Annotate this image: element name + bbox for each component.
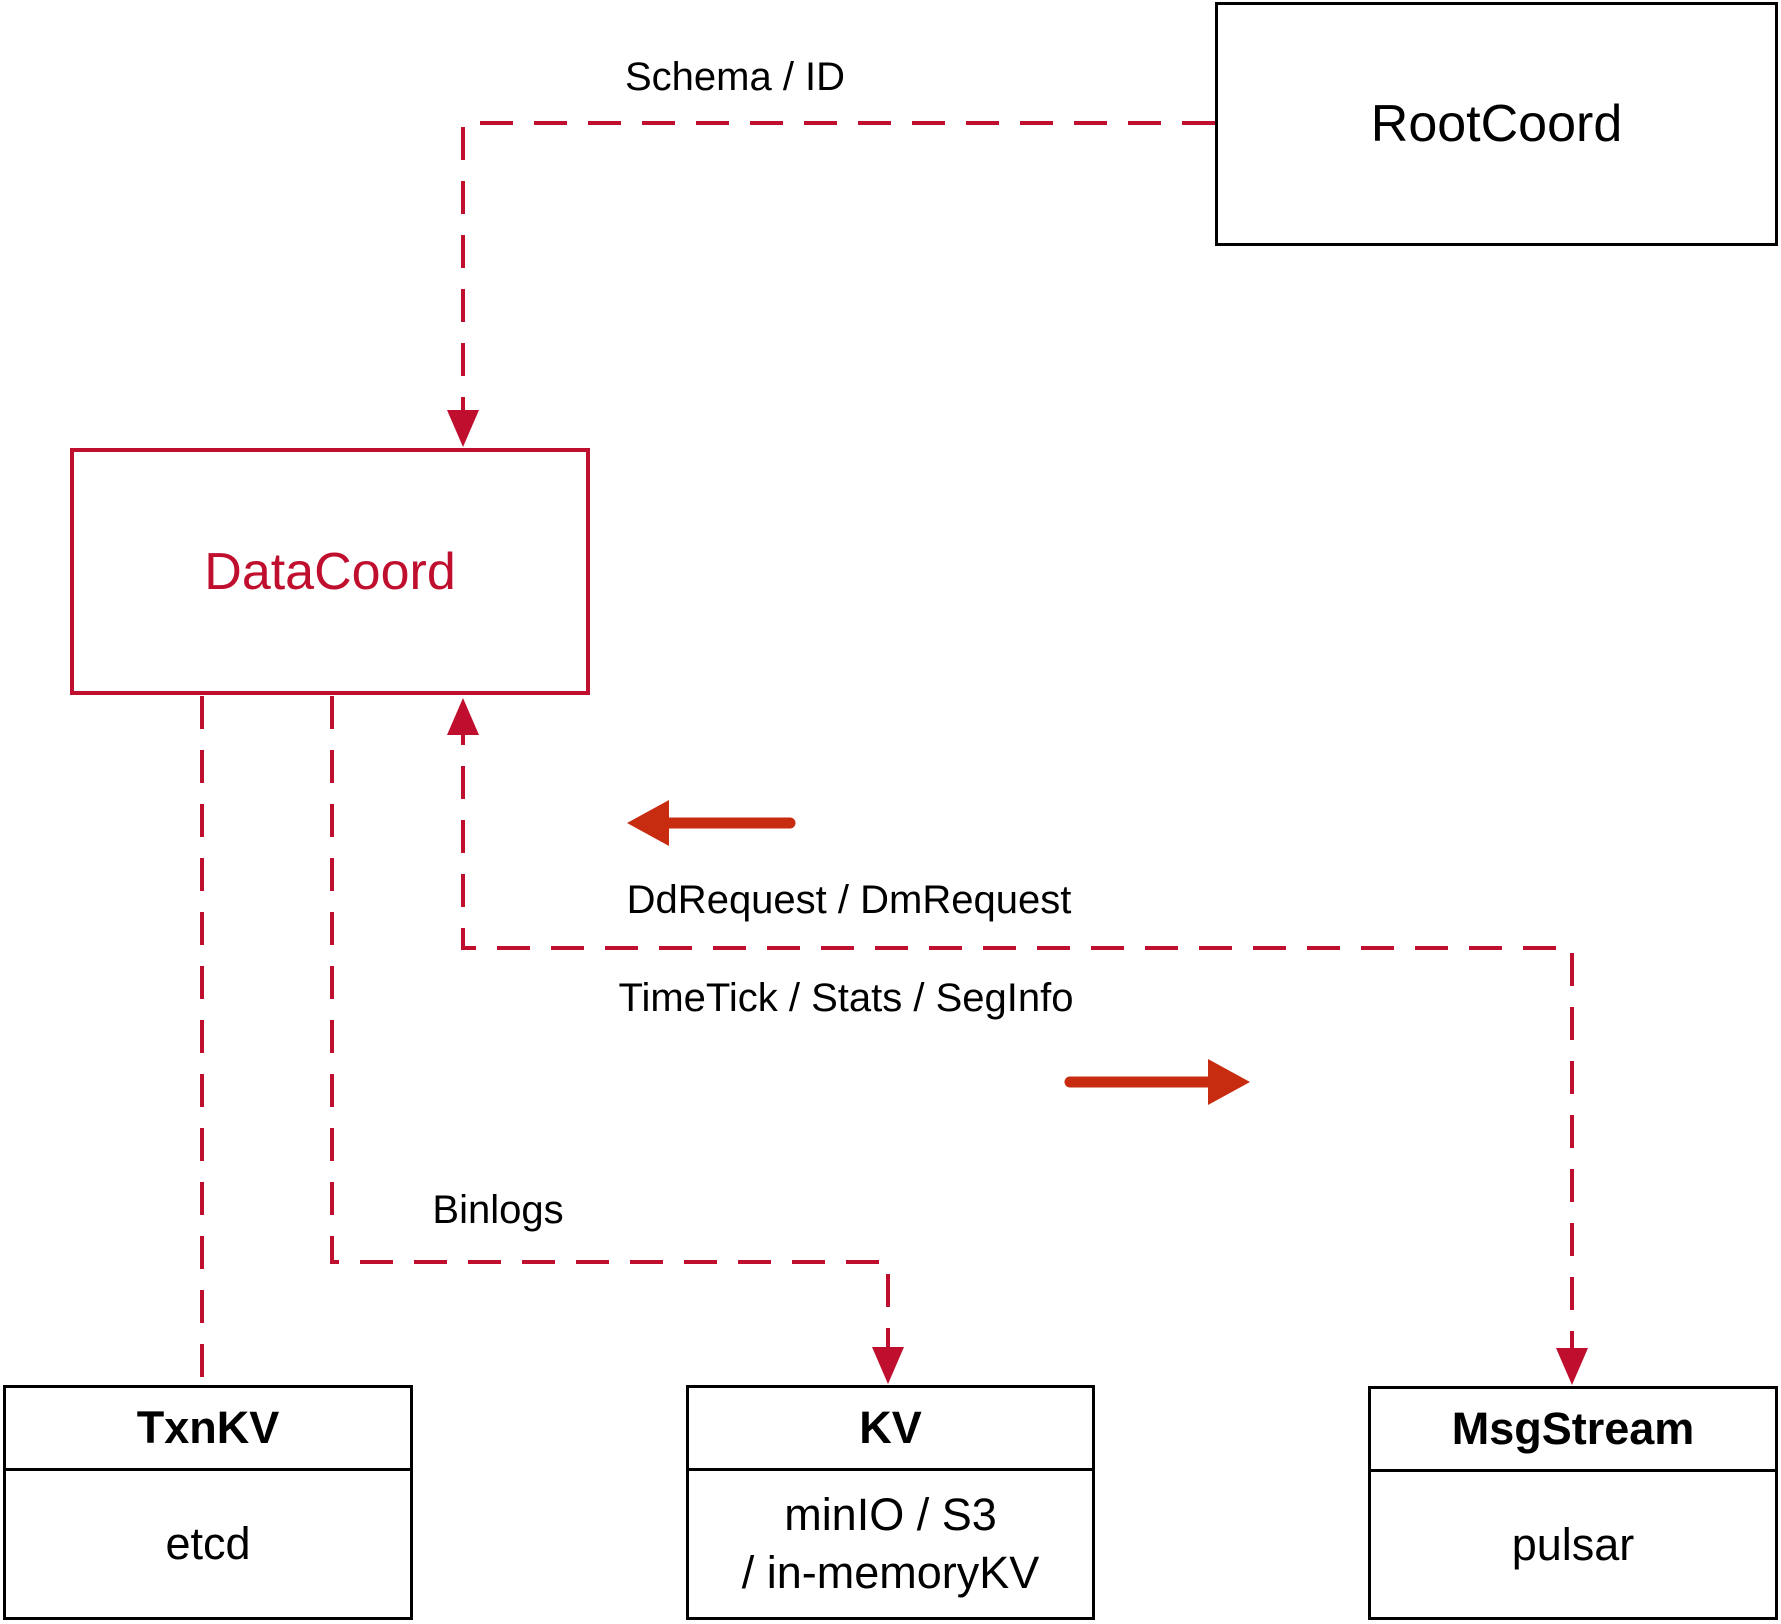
node-rootcoord: RootCoord: [1215, 2, 1778, 246]
kv-body-line-2: / in-memoryKV: [741, 1547, 1040, 1598]
edge-schema-id: [461, 121, 1215, 426]
kv-title: KV: [689, 1388, 1092, 1471]
arrowhead-into-kv-icon: [872, 1347, 904, 1384]
txnkv-body: etcd: [165, 1518, 251, 1569]
msgstream-body: pulsar: [1511, 1518, 1635, 1570]
arrowhead-into-datacoord-bottom-icon: [447, 698, 479, 735]
right-direction-arrow-icon: [1208, 1059, 1250, 1105]
edge-label-schema-id: Schema / ID: [624, 55, 846, 99]
edge-label-timetick-stats-seginfo: TimeTick / Stats / SegInfo: [618, 976, 1074, 1020]
msgstream-title: MsgStream: [1371, 1389, 1775, 1472]
kv-body-line-1: minIO / S3: [784, 1489, 997, 1540]
node-kv: KV minIO / S3 / in-memoryKV: [686, 1385, 1095, 1620]
arrowhead-into-msgstream-icon: [1556, 1348, 1588, 1385]
edge-label-binlogs: Binlogs: [432, 1188, 564, 1232]
edge-binlogs: [330, 696, 890, 1364]
edge-label-dd-dm-request: DdRequest / DmRequest: [626, 878, 1072, 922]
kv-body: minIO / S3 / in-memoryKV: [689, 1471, 1092, 1617]
txnkv-title: TxnKV: [6, 1388, 410, 1471]
rootcoord-label: RootCoord: [1370, 95, 1623, 153]
arrowhead-into-datacoord-top-icon: [447, 410, 479, 447]
datacoord-label: DataCoord: [204, 542, 456, 601]
node-txnkv: TxnKV etcd: [3, 1385, 413, 1620]
node-datacoord: DataCoord: [70, 448, 590, 695]
left-direction-arrow-icon: [627, 800, 669, 846]
node-msgstream: MsgStream pulsar: [1368, 1386, 1778, 1620]
edge-dd-dm-timetick: [461, 712, 1574, 1364]
